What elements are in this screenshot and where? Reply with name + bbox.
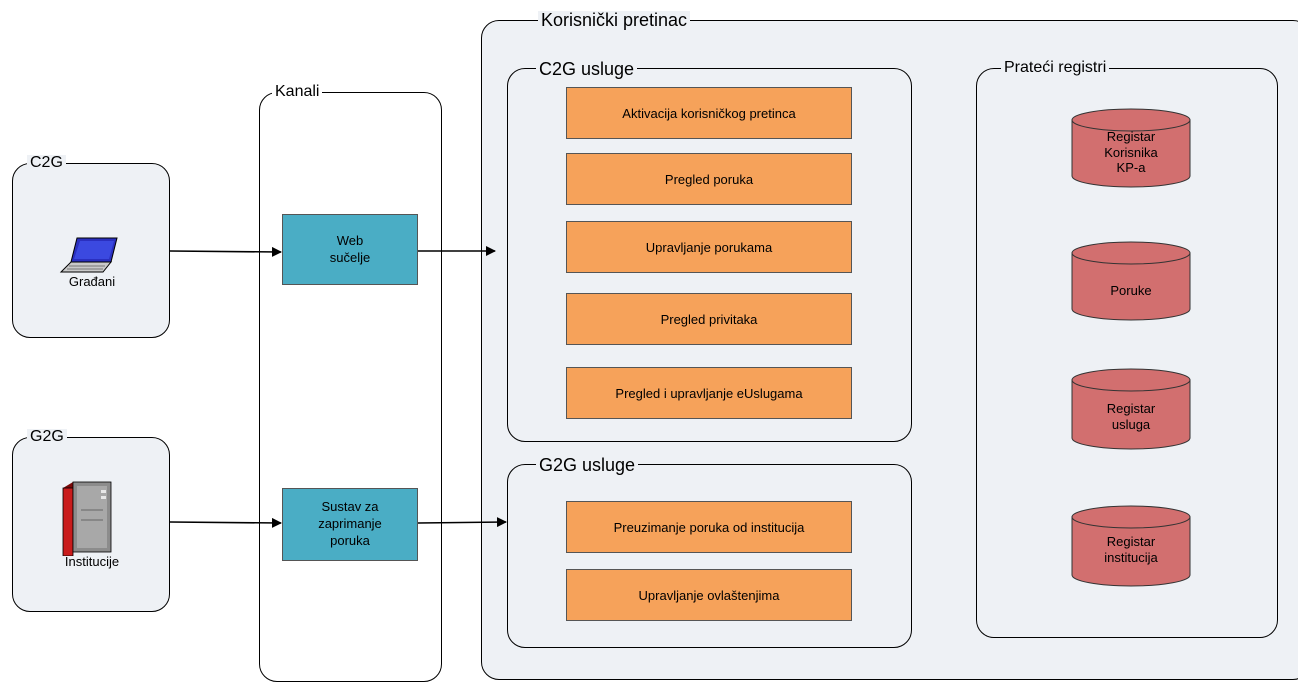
web-interface-box: Web sučelje: [282, 214, 418, 285]
registry-services: Registar usluga: [1071, 368, 1191, 450]
registry-messages: Poruke: [1071, 241, 1191, 321]
service-manage-eservices: Pregled i upravljanje eUslugama: [566, 367, 852, 419]
registries-title: Prateći registri: [1001, 60, 1110, 76]
c2g-actor-group: C2G Građani: [12, 155, 170, 338]
g2g-services-group: G2G usluge Preuzimanje poruka od institu…: [507, 456, 912, 648]
registry-users-label: Registar Korisnika KP-a: [1104, 129, 1158, 176]
g2g-actor-group: G2G Institucije: [12, 429, 170, 612]
mailbox-title: Korisnički pretinac: [538, 11, 691, 29]
registry-institutions: Registar institucija: [1071, 505, 1191, 587]
c2g-title: C2G: [27, 155, 66, 171]
message-intake-box: Sustav za zaprimanje poruka: [282, 488, 418, 561]
registry-services-label: Registar usluga: [1106, 401, 1156, 432]
registry-messages-label: Poruke: [1110, 283, 1152, 298]
c2g-services-group: C2G usluge Aktivacija korisničkog pretin…: [507, 60, 912, 442]
registry-institutions-label: Registar institucija: [1104, 534, 1158, 565]
service-view-messages: Pregled poruka: [566, 153, 852, 205]
g2g-title: G2G: [27, 429, 67, 445]
service-manage-authorizations: Upravljanje ovlaštenjima: [566, 569, 852, 621]
channels-group: Kanali: [259, 84, 442, 682]
service-view-attachments: Pregled privitaka: [566, 293, 852, 345]
registry-users: Registar Korisnika KP-a: [1071, 108, 1191, 188]
g2g-services-title: G2G usluge: [536, 456, 639, 474]
c2g-services-title: C2G usluge: [536, 60, 638, 78]
service-manage-messages: Upravljanje porukama: [566, 221, 852, 273]
channels-title: Kanali: [272, 84, 323, 100]
c2g-actor-label: Građani: [68, 274, 116, 289]
laptop-icon: [59, 237, 118, 273]
g2g-actor-label: Institucije: [64, 554, 120, 569]
server-icon: [62, 481, 112, 556]
service-activation: Aktivacija korisničkog pretinca: [566, 87, 852, 139]
service-fetch-institution-messages: Preuzimanje poruka od institucija: [566, 501, 852, 553]
